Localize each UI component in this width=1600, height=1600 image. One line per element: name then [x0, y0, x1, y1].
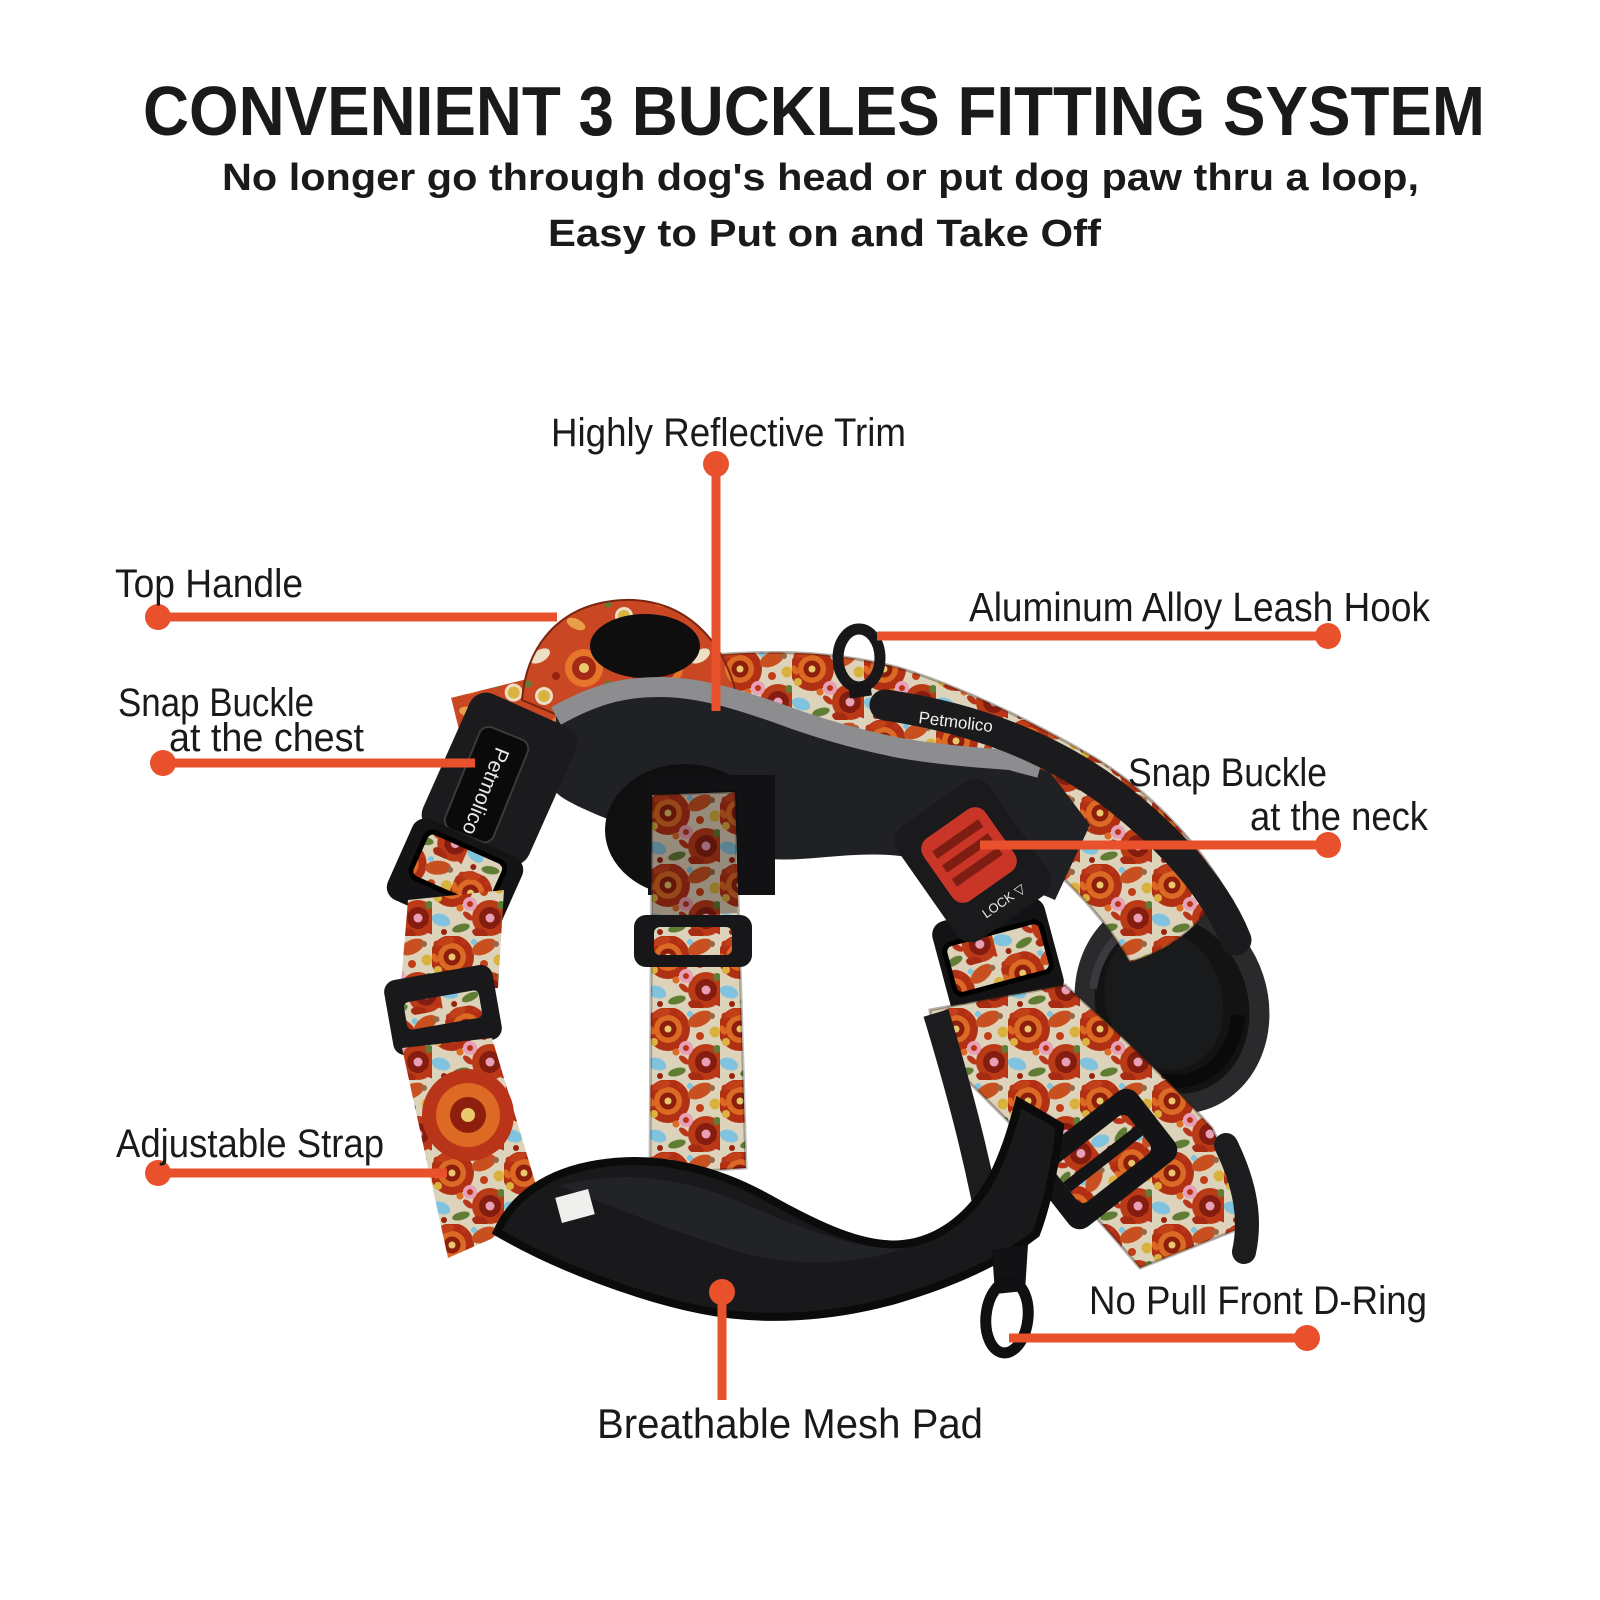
svg-text:No Pull Front D-Ring: No Pull Front D-Ring: [1089, 1279, 1427, 1323]
svg-text:at the chest: at the chest: [169, 716, 364, 760]
svg-text:Snap Buckle: Snap Buckle: [1128, 751, 1327, 795]
svg-text:Top Handle: Top Handle: [115, 562, 303, 606]
svg-text:Adjustable Strap: Adjustable Strap: [116, 1122, 384, 1166]
svg-text:Highly Reflective Trim: Highly Reflective Trim: [551, 411, 906, 455]
svg-text:Aluminum Alloy Leash Hook: Aluminum Alloy Leash Hook: [969, 584, 1430, 630]
svg-text:Breathable Mesh Pad: Breathable Mesh Pad: [597, 1400, 983, 1447]
svg-text:Snap Buckle: Snap Buckle: [118, 681, 314, 725]
svg-text:at the neck: at the neck: [1250, 795, 1429, 839]
svg-text:No longer go through dog's hea: No longer go through dog's head or put d…: [222, 157, 1419, 199]
svg-text:CONVENIENT 3 BUCKLES FITTING S: CONVENIENT 3 BUCKLES FITTING SYSTEM: [143, 72, 1485, 150]
svg-text:Easy to Put on and Take Off: Easy to Put on and Take Off: [548, 213, 1101, 255]
